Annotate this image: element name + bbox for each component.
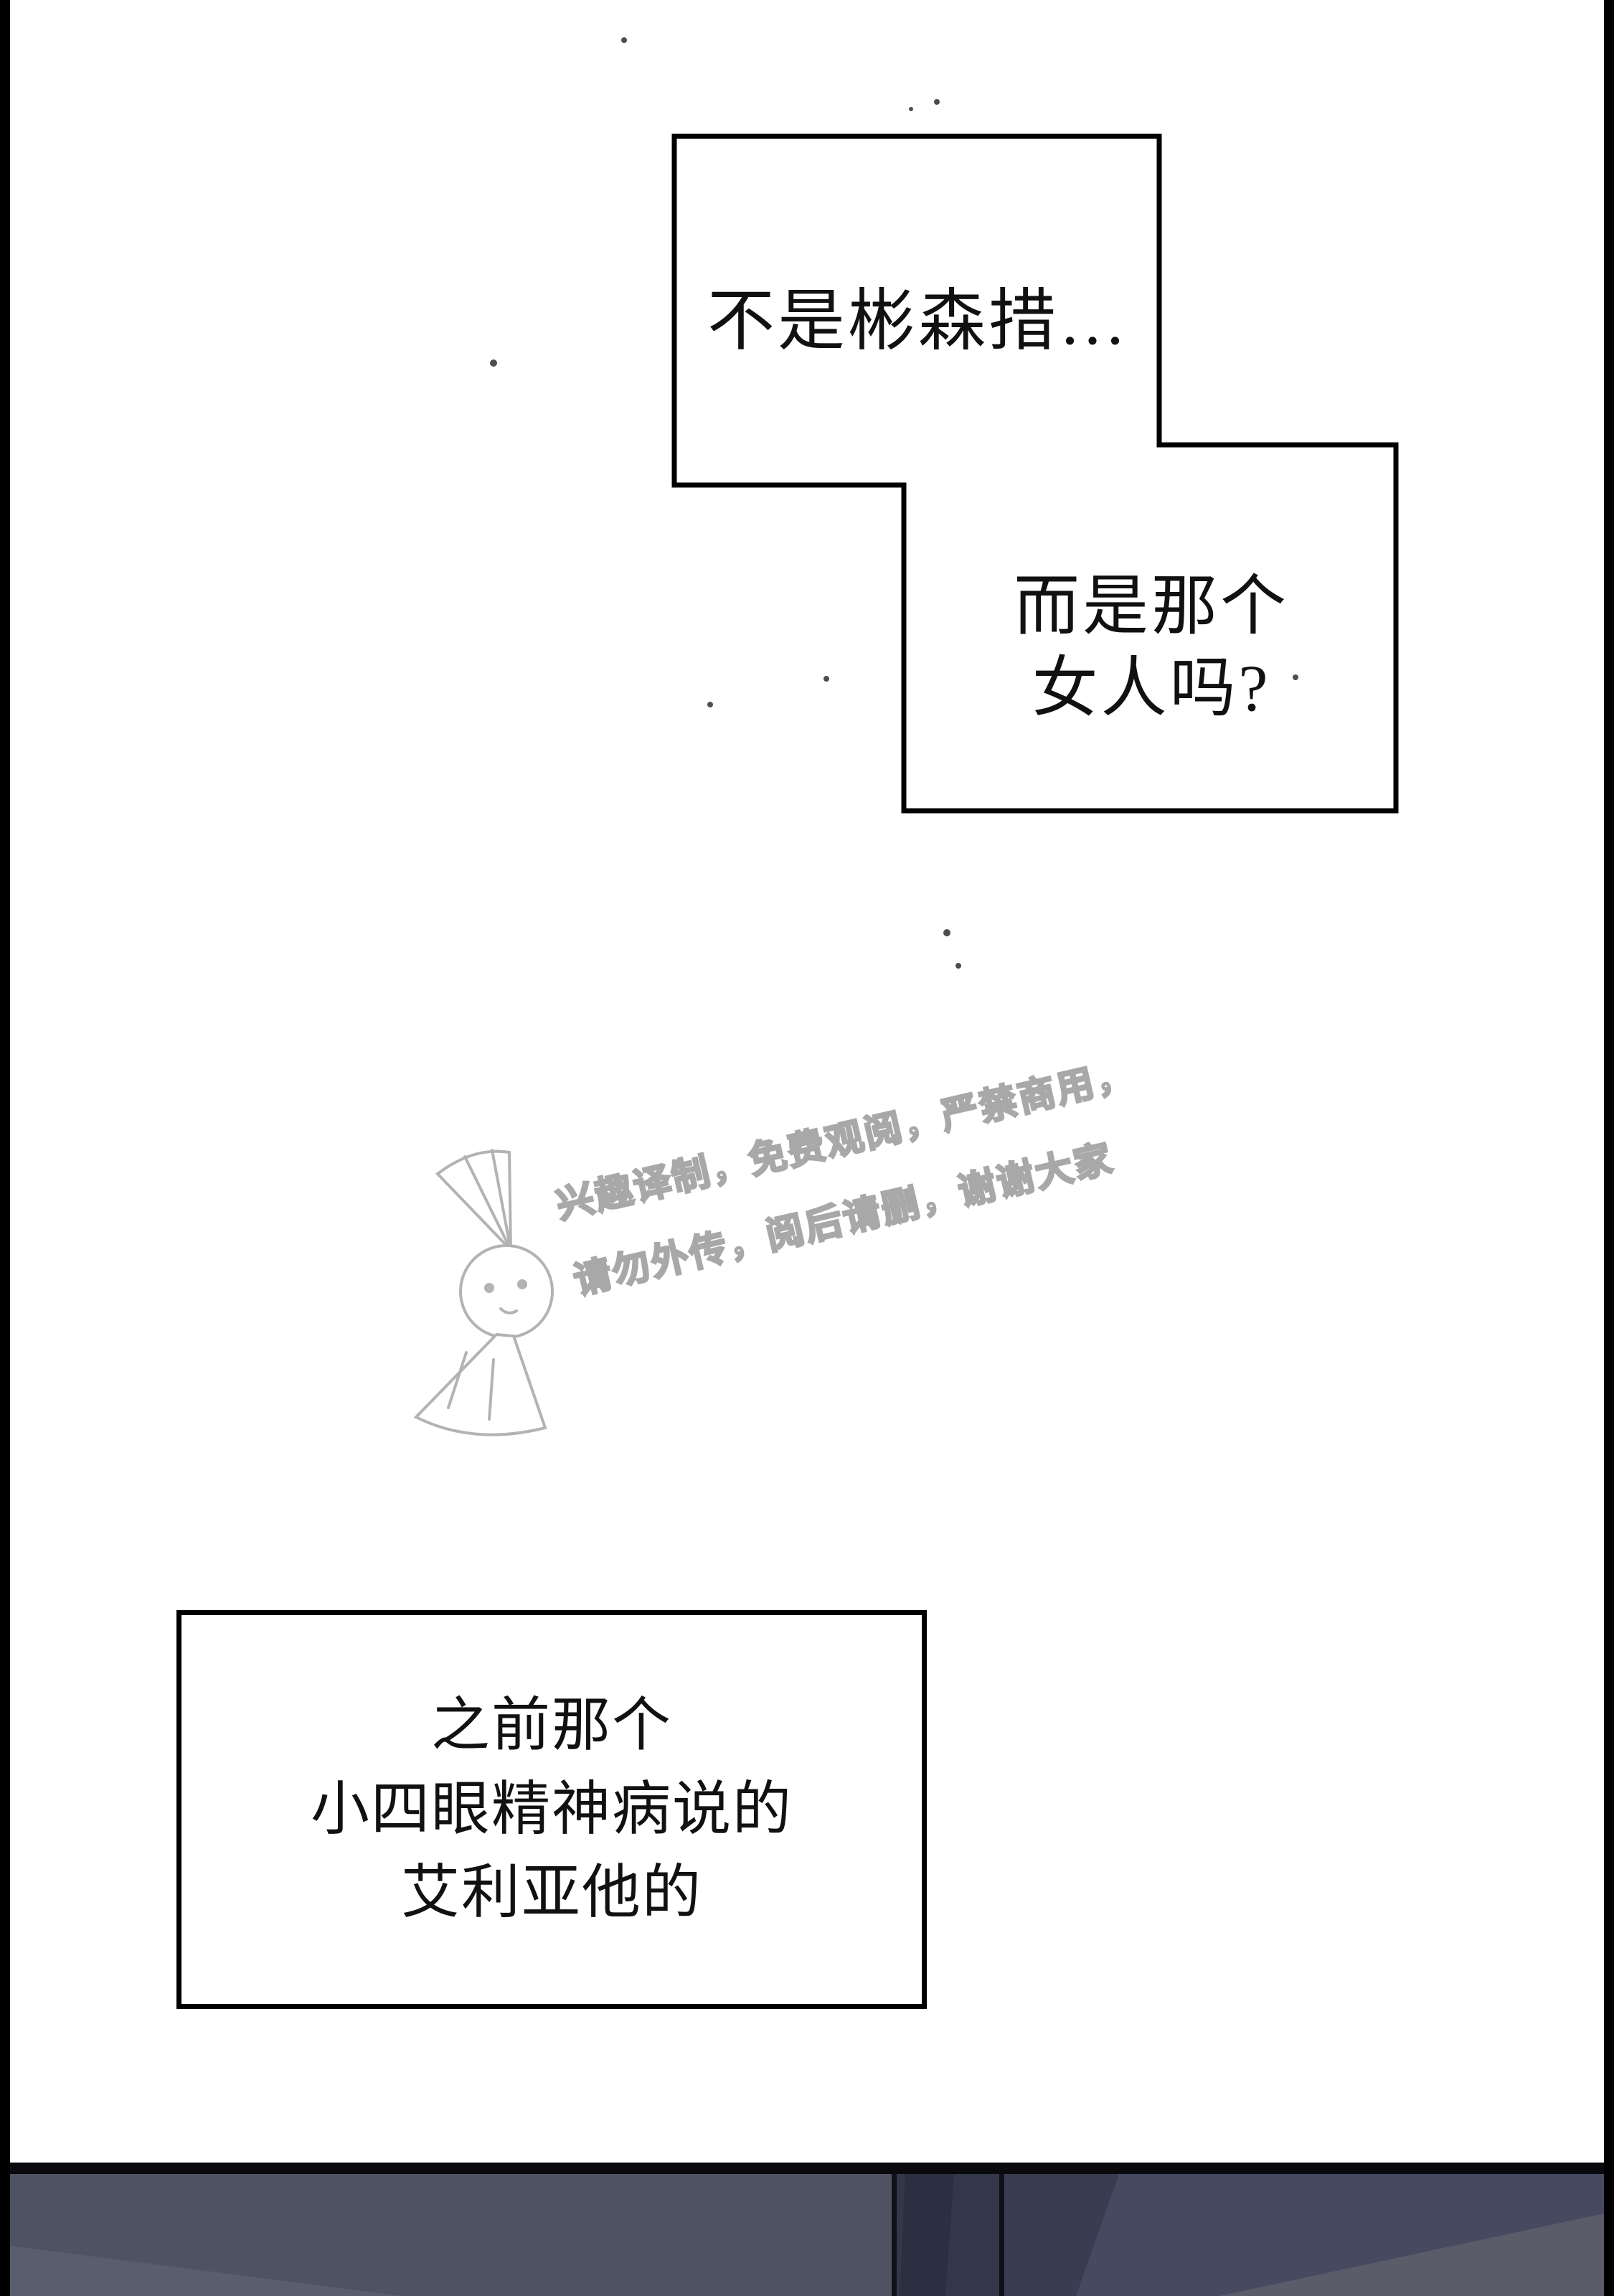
speech-line: 不是彬森措… — [707, 284, 1129, 359]
speech-text-mid: 而是那个 女人吗? — [911, 565, 1392, 729]
caption-box: 之前那个 小四眼精神病说的 艾利亚他的 — [176, 1610, 927, 2009]
ink-specks — [490, 37, 1298, 969]
speech-text-top: 不是彬森措… — [681, 281, 1155, 362]
caption-line: 小四眼精神病说的 — [310, 1776, 793, 1842]
caption-line: 艾利亚他的 — [400, 1860, 702, 1926]
speech-bubble-outline — [671, 133, 1399, 814]
speech-line: 女人吗? — [1032, 651, 1271, 725]
speech-line: 而是那个 — [1013, 570, 1289, 643]
page-border-right — [1604, 0, 1614, 2296]
candy-doll-doodle-icon — [413, 1149, 554, 1436]
caption-line: 之前那个 — [430, 1693, 672, 1759]
page-border-left — [0, 0, 10, 2296]
caption-text: 之前那个 小四眼精神病说的 艾利亚他的 — [311, 1684, 793, 1934]
bottom-panel — [10, 2163, 1604, 2296]
